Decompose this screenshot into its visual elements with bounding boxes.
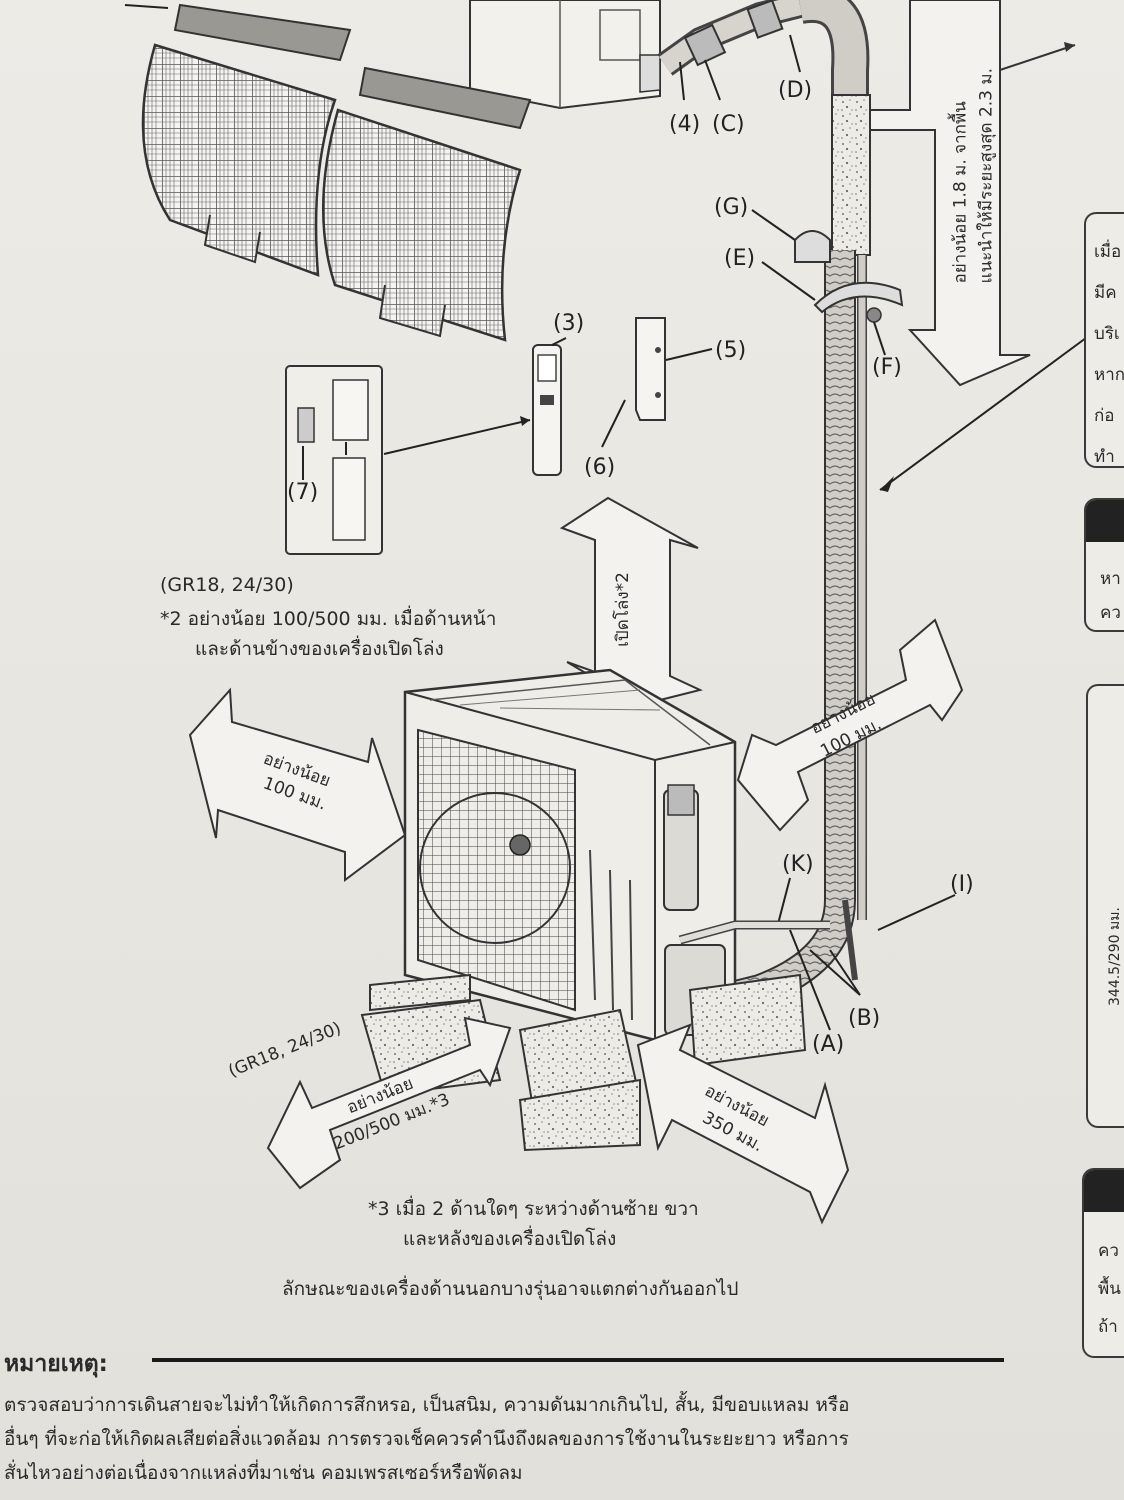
side-box-4-text: คว พื้น ถ้า <box>1098 1241 1121 1337</box>
label-e: (E) <box>724 246 756 271</box>
front-clearance-note-2: และด้านข้างของเครื่องเปิดโล่ง <box>195 638 444 660</box>
label-a: (A) <box>812 1032 845 1057</box>
leader-lines <box>124 4 1091 1031</box>
side-box-3 <box>1086 684 1124 1128</box>
height-arrow <box>869 0 1076 387</box>
label-d: (D) <box>778 78 813 103</box>
label-4: (4) <box>669 112 701 137</box>
label-7: (7) <box>287 480 319 505</box>
label-g: (G) <box>714 195 749 220</box>
label-6: (6) <box>584 455 616 480</box>
remark-line-3: สั่นไหวอย่างต่อเนื่องจากแหล่งที่มาเช่น ค… <box>4 1462 523 1484</box>
label-5: (5) <box>715 338 747 363</box>
remark-title: หมายเหตุ: <box>4 1351 108 1377</box>
remark-divider <box>152 1358 1004 1362</box>
remark-body: ตรวจสอบว่าการเดินสายจะไม่ทำให้เกิดการสึก… <box>4 1388 1004 1490</box>
pipe-connection <box>657 0 870 110</box>
label-f: (F) <box>872 355 902 380</box>
height-label-1: อย่างน้อย 1.8 ม. จากพื้น <box>950 101 971 284</box>
side-box-2-header <box>1086 500 1124 542</box>
gr-model-note-top: (GR18, 24/30) <box>160 574 294 596</box>
right-clearance-arrow <box>736 618 964 832</box>
height-label-2: แนะนำให้มีระยะสูงสุด 2.3 ม. <box>976 68 997 284</box>
label-k: (K) <box>782 852 814 877</box>
battery-inset <box>285 365 531 555</box>
side-box-2-text: หา คว <box>1100 569 1121 623</box>
label-3: (3) <box>553 311 585 336</box>
open-above-label: เปิดโล่ง*2 <box>612 572 633 647</box>
side-box-4-header <box>1084 1170 1124 1212</box>
bottom-left-clearance-arrow <box>266 1016 512 1190</box>
front-clearance-note-1: *2 อย่างน้อย 100/500 มม. เมื่อด้านหน้า <box>160 608 497 630</box>
remark-line-1: ตรวจสอบว่าการเดินสายจะไม่ทำให้เกิดการสึก… <box>4 1394 850 1416</box>
side-box-1 <box>1084 212 1124 468</box>
remark-line-2: อื่นๆ ที่จะก่อให้เกิดผลเสียต่อสิ่งแวดล้อ… <box>4 1428 849 1450</box>
remote-control <box>532 317 666 476</box>
footnote-3-line-2: และหลังของเครื่องเปิดโล่ง <box>403 1228 617 1250</box>
diagram-caption: ลักษณะของเครื่องด้านนอกบางรุ่นอาจแตกต่าง… <box>282 1278 739 1300</box>
side-box-3-dimension: 344.5/290 มม. <box>1107 907 1123 1006</box>
bottom-right-clearance-arrow <box>636 1023 850 1225</box>
footnote-3-line-1: *3 เมื่อ 2 ด้านใดๆ ระหว่างด้านซ้าย ขวา <box>368 1198 699 1220</box>
label-b: (B) <box>848 1006 881 1031</box>
label-c: (C) <box>712 112 745 137</box>
label-i: (I) <box>950 872 974 897</box>
filter-strips <box>173 3 532 130</box>
air-filters <box>141 43 522 342</box>
indoor-unit <box>469 0 661 110</box>
side-box-1-text: เมื่อ มีค บริเ หาก ก่อ ทำ <box>1094 242 1124 467</box>
